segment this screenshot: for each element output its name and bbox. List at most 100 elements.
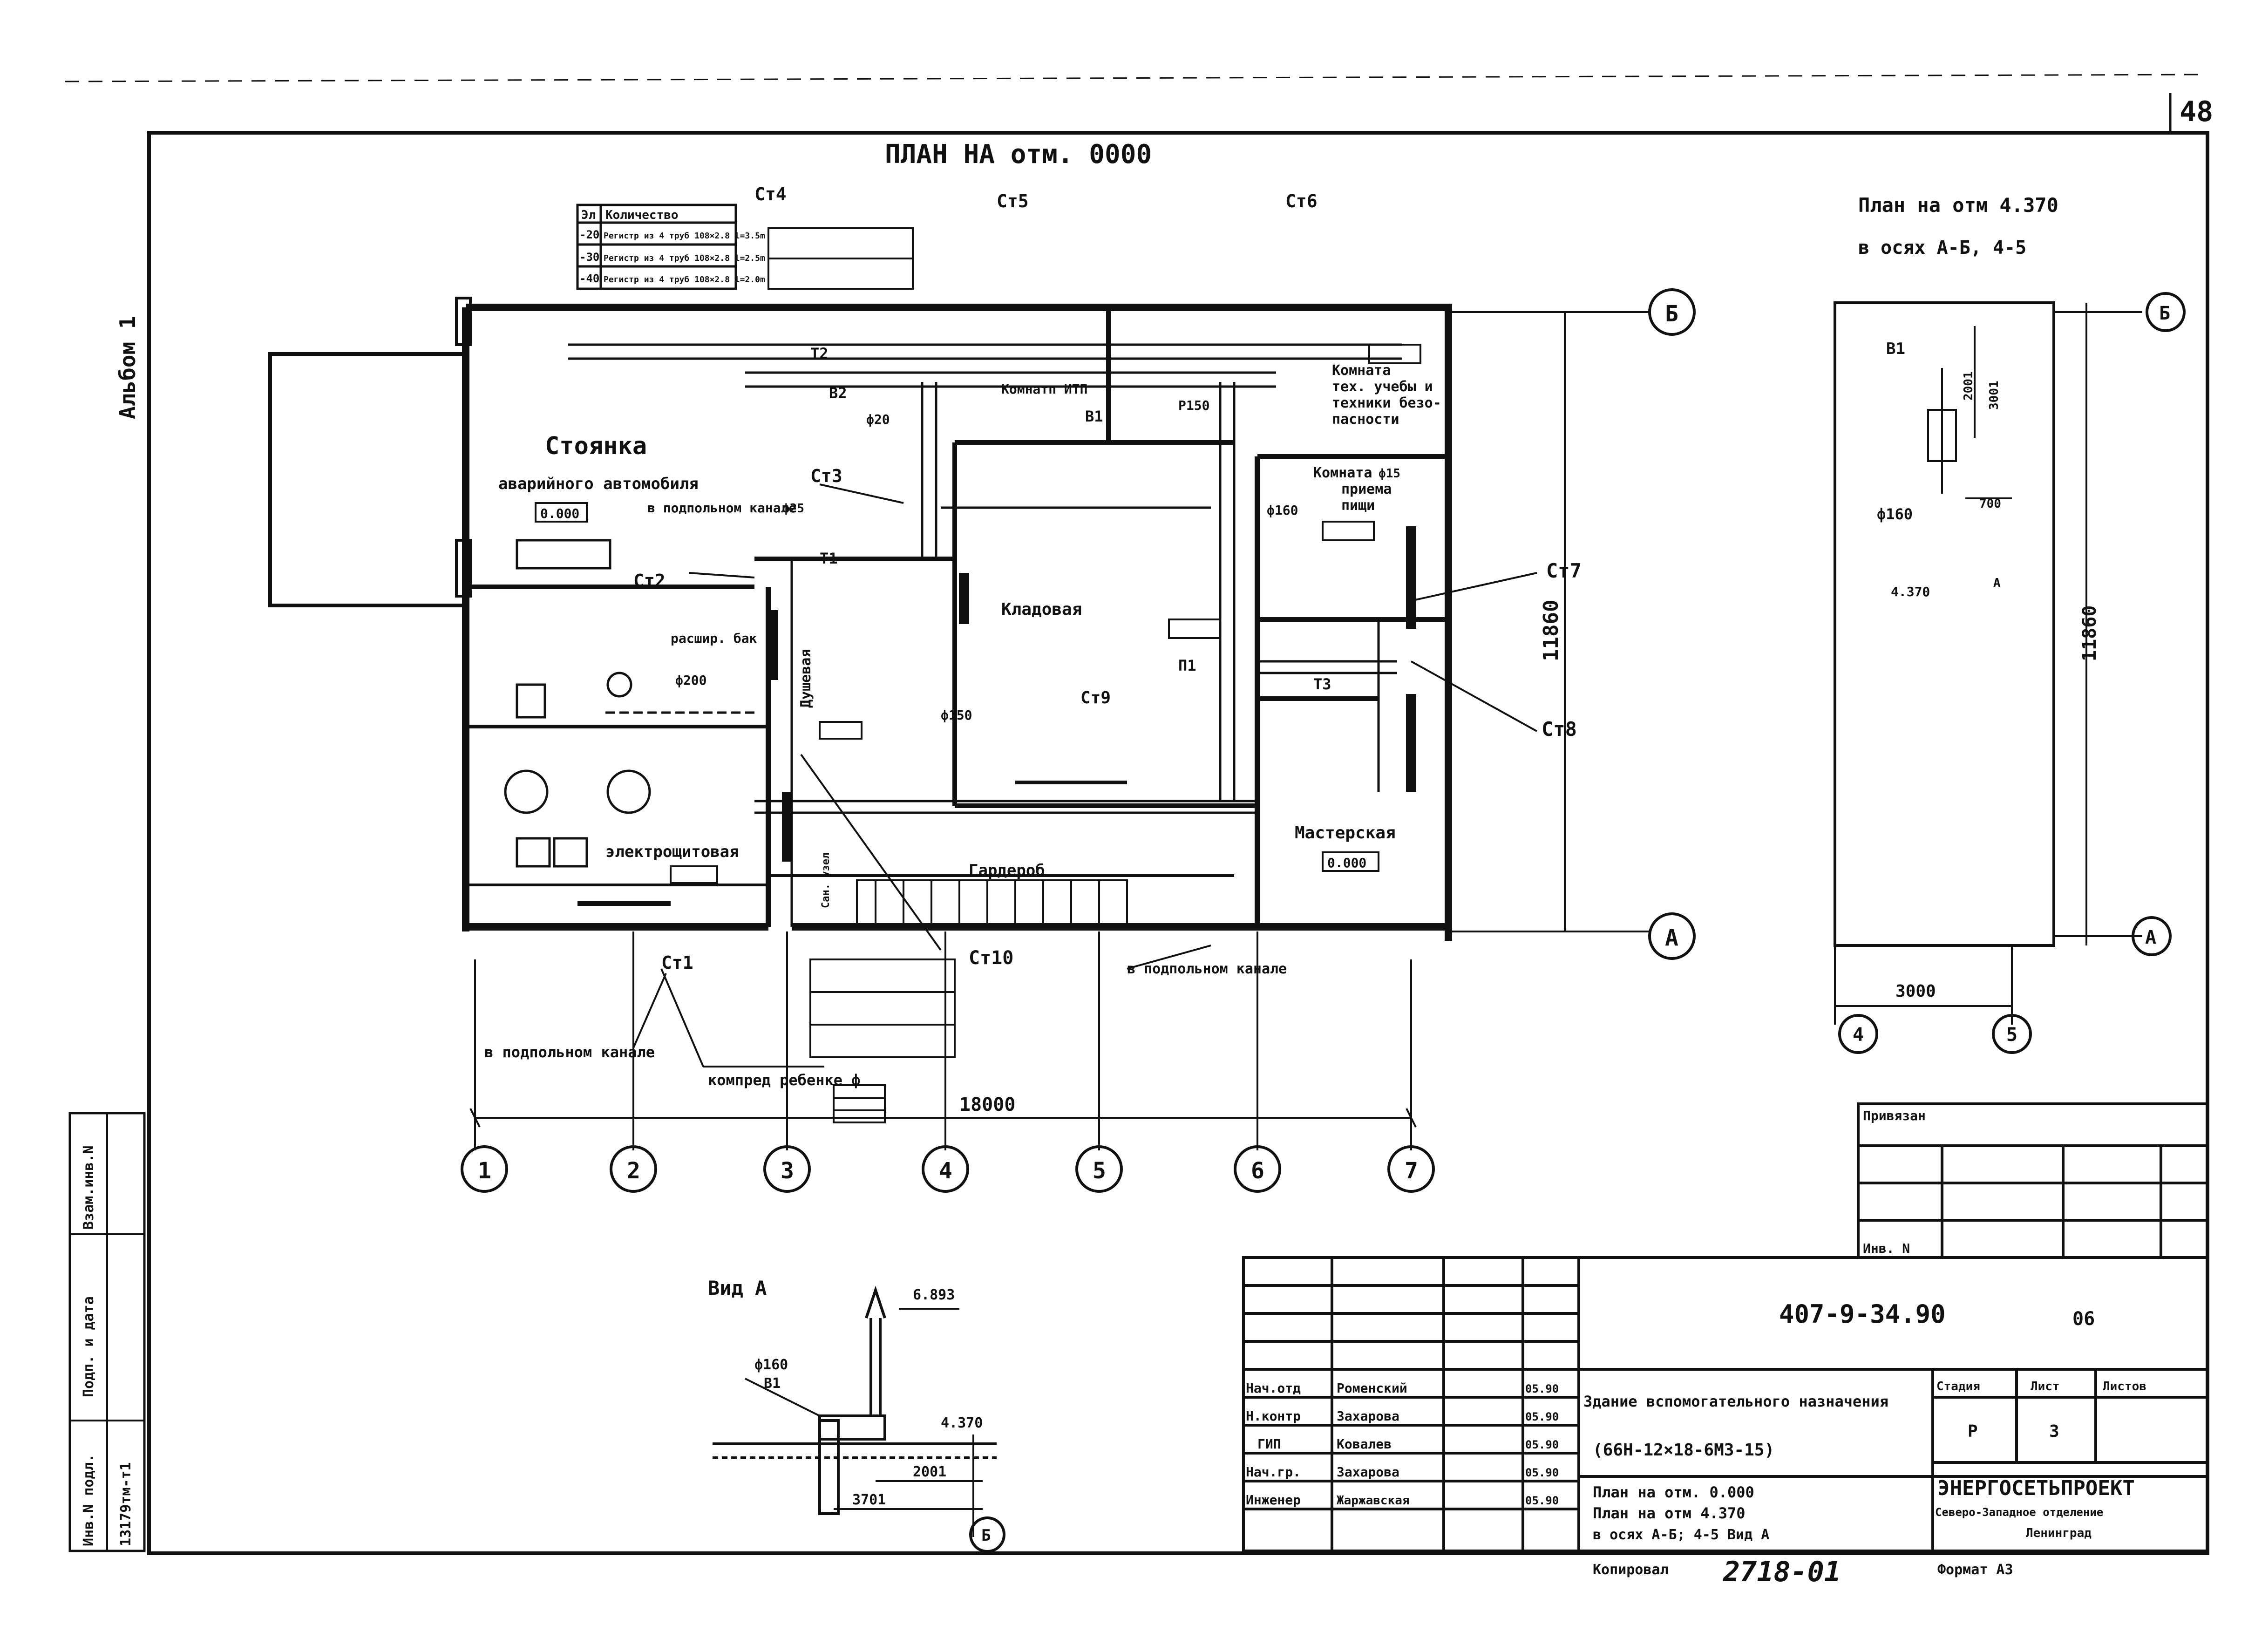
stage-value: Р	[1968, 1422, 1978, 1441]
room-food-3: пищи	[1341, 497, 1375, 514]
axis-label-b: Б	[1665, 301, 1678, 327]
format-label: Формат А3	[1937, 1562, 2013, 1578]
qty-row-2-desc: Регистр из 4 труб 108×2.8 l=2.5m	[604, 253, 765, 263]
room-security-1: Комната	[1332, 362, 1391, 379]
room-security-2: тех. учебы и	[1332, 379, 1433, 395]
upper-plan-outline	[1834, 301, 2055, 947]
person-2-role: Н.контр	[1246, 1408, 1301, 1424]
dim-height: 11860	[1539, 600, 1563, 661]
sheet-header: Лист	[2031, 1380, 2060, 1394]
note-underground-1: в подпольном канале	[647, 500, 796, 516]
riser-st8: Ст8	[1542, 718, 1577, 741]
upper-plan-title-1: План на отм 4.370	[1858, 194, 2058, 217]
pipe-label-t3: Т3	[1313, 675, 1331, 693]
sheet-value: 3	[2049, 1422, 2059, 1441]
upper-label-700: 700	[1979, 497, 2001, 511]
person-4-name: Захарова	[1337, 1464, 1399, 1480]
upper-axis-label-5: 5	[2006, 1024, 2017, 1046]
view-a-dim-2: 3701	[852, 1492, 886, 1508]
person-1-name: Роменский	[1337, 1380, 1407, 1396]
riser-st6: Ст6	[1285, 191, 1318, 211]
person-4-role: Нач.гр.	[1246, 1464, 1301, 1480]
upper-axis-5	[1992, 1014, 2032, 1054]
pipe-label-t1: Т1	[820, 550, 838, 567]
note-rib: компред ребенке ф	[708, 1071, 861, 1089]
note-underground-2: в подпольном канале	[484, 1043, 655, 1061]
pipe-label-f160: ф160	[1267, 503, 1298, 518]
room-food-1: Комната	[1313, 465, 1372, 481]
room-pantry: Кладовая	[1001, 600, 1082, 619]
upper-axis-4	[1838, 1014, 1878, 1054]
pipe-label-f15: ф15	[1379, 467, 1400, 481]
leader-lines	[632, 483, 1537, 1067]
attach-table	[1857, 1102, 2209, 1259]
pipe-label-f200: ф200	[675, 673, 706, 688]
title-block	[1242, 1256, 2209, 1552]
stage-header: Стадия	[1936, 1380, 1980, 1394]
building-sub: (66Н-12×18-6М3-15)	[1593, 1441, 1774, 1460]
person-3-role: ГИП	[1257, 1436, 1281, 1452]
axis-label-4: 4	[939, 1158, 952, 1184]
upper-label-a: А	[1993, 576, 2001, 590]
upper-label-mark: 4.370	[1891, 584, 1930, 599]
qty-row-1-desc: Регистр из 4 труб 108×2.8 l=3.5m	[604, 231, 765, 241]
room-itp: Комнатп ИТП	[1001, 381, 1087, 397]
company-name: ЭНЕРГОСЕТЬПРОЕКТ	[1937, 1476, 2135, 1500]
note-underground-3: в подпольном канале	[1127, 961, 1287, 977]
company-sub: Северо-Западное отделение	[1935, 1506, 2103, 1519]
room-workshop-mark: 0.000	[1327, 855, 1366, 870]
riser-st4: Ст4	[754, 184, 787, 204]
sheet-title-2: План на отм 4.370	[1593, 1504, 1746, 1522]
side-stamp-inv: Инв.N подл.	[81, 1454, 97, 1546]
upper-dim-height: 11860	[2079, 605, 2100, 661]
person-5-date: 05.90	[1525, 1494, 1559, 1507]
upper-label-3001: 3001	[1987, 381, 2001, 410]
sheets-header: Листов	[2103, 1380, 2146, 1394]
pipe-label-f150: ф150	[941, 707, 972, 723]
person-5-name: Жаржавская	[1337, 1494, 1410, 1508]
page-number: 48	[2180, 95, 2213, 128]
axis-label-3: 3	[781, 1158, 794, 1184]
person-2-date: 05.90	[1525, 1410, 1559, 1423]
pipe-runs	[568, 343, 1402, 927]
view-a-mark-top: 6.893	[913, 1287, 955, 1303]
riser-st1: Ст1	[661, 952, 693, 973]
copied-label: Копировал	[1593, 1562, 1669, 1578]
view-a-axis-b	[969, 1516, 1005, 1553]
room-security-3: техники безо-	[1332, 395, 1441, 411]
person-3-date: 05.90	[1525, 1438, 1559, 1451]
radiators	[577, 526, 1416, 906]
dim-overall: 18000	[959, 1094, 1015, 1115]
side-stamp-sign: Подп. и дата	[81, 1296, 97, 1397]
axis-label-1: 1	[478, 1158, 491, 1184]
axis-bubbles	[461, 288, 1696, 1193]
room-food-2: приема	[1341, 481, 1392, 497]
axis-label-a: А	[1665, 925, 1678, 951]
upper-axis-b	[2146, 292, 2186, 332]
stair-hatch	[856, 879, 1128, 928]
drawing-frame	[147, 131, 2209, 1555]
sheet-title-3: в осях А-Б; 4-5 Вид А	[1593, 1527, 1769, 1543]
copy-number: 2718-01	[1723, 1556, 1841, 1588]
view-a-title: Вид А	[708, 1277, 767, 1299]
person-1-role: Нач.отд	[1246, 1380, 1301, 1396]
room-wardrobe: Гардероб	[969, 861, 1045, 880]
dimension-lines	[469, 311, 1649, 1150]
attach-title: Привязан	[1863, 1108, 1926, 1123]
side-stamp-code: 13179тм-т1	[118, 1462, 134, 1546]
room-workshop: Мастерская	[1295, 823, 1396, 843]
album-label: Альбом 1	[115, 316, 140, 419]
view-a-pipe-sub: В1	[764, 1375, 781, 1392]
sheet-title-1: План на отм. 0.000	[1593, 1483, 1754, 1501]
qty-row-1-el: -20	[579, 228, 599, 241]
quantity-table	[576, 204, 737, 290]
axis-label-5: 5	[1093, 1158, 1106, 1184]
main-plan-title: ПЛАН НА отм. 0000	[885, 139, 1152, 170]
upper-axis-a	[2132, 916, 2172, 956]
person-3-name: Ковалев	[1337, 1436, 1392, 1452]
doc-code: 407-9-34.90	[1779, 1299, 1946, 1329]
qty-header-qty: Количество	[605, 208, 679, 222]
attach-inv: Инв. N	[1863, 1241, 1910, 1256]
room-parking-sub: аварийного автомобиля	[498, 475, 699, 493]
